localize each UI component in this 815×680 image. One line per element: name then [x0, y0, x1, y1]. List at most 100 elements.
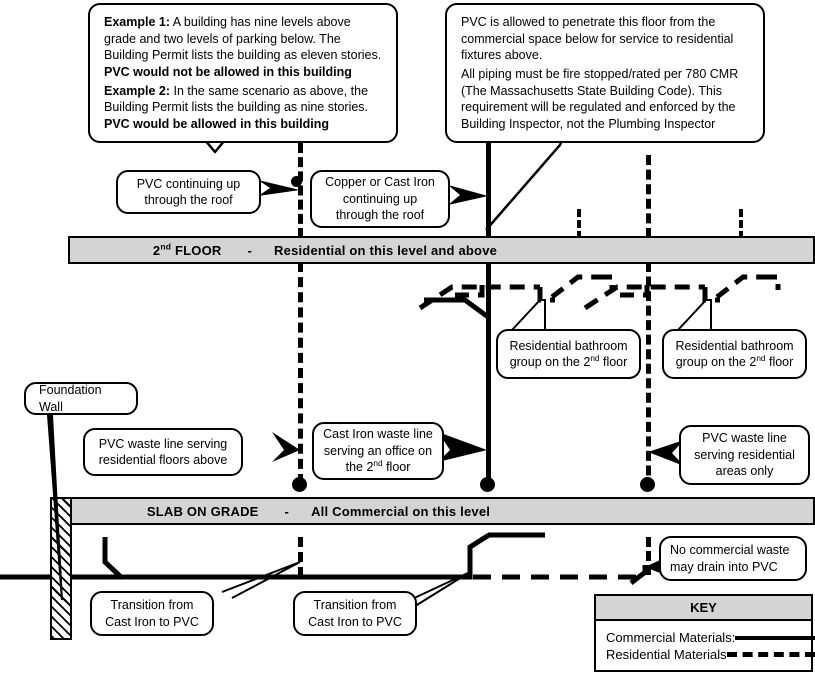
center-commercial-riser	[212, 532, 491, 580]
pvc-residential-stack-lower	[298, 537, 303, 577]
penetration-paragraph-2: All piping must be fire stopped/rated pe…	[461, 67, 739, 131]
bath-left-line-1: Residential bathroom	[509, 338, 628, 353]
bath-left-vent-riser	[550, 274, 600, 299]
bath-right-line-2: group on the 2nd floor	[673, 354, 796, 371]
transition-right-line-1: Transition from	[313, 598, 397, 612]
pvc-residential-stack-upper	[298, 143, 303, 238]
office-branch-pipe	[424, 297, 490, 320]
transition-cast-iron-to-pvc-left[interactable]: Transition from Cast Iron to PVC	[90, 591, 214, 636]
connection-dot-pvc-stack-slab	[292, 477, 307, 492]
pvc-waste-line-residential-areas-callout[interactable]: PVC waste line serving residential areas…	[679, 425, 810, 485]
pvc-waste-right-line-2: serving residential	[694, 447, 795, 462]
transition-left-leader	[221, 561, 301, 599]
connection-dot-pvc-stack-top	[291, 176, 302, 187]
key-sample-commercial	[735, 635, 815, 640]
transition-left-line-2: Cast Iron to PVC	[105, 614, 199, 629]
bath-right-line-2b: floor	[765, 355, 794, 369]
foundation-wall-label: Foundation Wall	[39, 383, 102, 414]
bath-right-line-1: Residential bathroom	[675, 338, 794, 353]
key-label-residential: Residential Materials	[606, 647, 727, 662]
key-sample-residential	[726, 652, 815, 657]
bath-left-ordinal: nd	[590, 353, 600, 363]
left-riser-to-drain	[102, 537, 124, 580]
connection-dot-commercial-stack-slab	[480, 477, 495, 492]
copper-roof-callout-arrow	[448, 185, 488, 205]
transition-cast-iron-to-pvc-right[interactable]: Transition from Cast Iron to PVC	[293, 591, 417, 636]
bath-right-vent-riser	[715, 274, 765, 299]
slab-description: All Commercial on this level	[311, 503, 491, 519]
vent-stub-right	[739, 209, 743, 239]
cast-iron-office-arrow	[438, 432, 487, 462]
copper-roof-line-3: through the roof	[335, 208, 425, 223]
transition-right-leader	[409, 571, 471, 609]
second-floor-level-number: 2	[152, 242, 161, 258]
example-1-paragraph: Example 1: A building has nine levels ab…	[104, 14, 382, 80]
example-1-conclusion: PVC would not be allowed in this buildin…	[104, 64, 352, 79]
bath-right-vent-up	[765, 274, 781, 290]
copper-roof-line-1: Copper or Cast Iron	[325, 175, 435, 190]
pvc-residential-stack-mid	[298, 262, 303, 484]
example-2-label: Example 2:	[104, 83, 171, 98]
cast-iron-office-line-1: Cast Iron waste line	[323, 427, 433, 442]
transition-right-line-2: Cast Iron to PVC	[308, 614, 402, 629]
vent-stub-left	[577, 209, 581, 239]
foundation-wall-callout[interactable]: Foundation Wall	[24, 382, 138, 415]
pvc-roof-line-2: through the roof	[144, 193, 233, 207]
slab-level-word: SLAB ON GRADE	[146, 503, 259, 519]
cast-iron-office-line-3b: floor	[382, 460, 411, 475]
example-2-conclusion: PVC would be allowed in this building	[104, 116, 329, 131]
example-1-label: Example 1:	[104, 15, 171, 29]
penetration-callout-tail	[485, 139, 564, 231]
residential-bathroom-group-left[interactable]: Residential bathroom group on the 2nd fl…	[496, 329, 641, 379]
residential-bathroom-group-right[interactable]: Residential bathroom group on the 2nd fl…	[662, 329, 807, 379]
second-floor-level-word: FLOOR	[171, 242, 222, 258]
no-commercial-line-2: may drain into PVC	[670, 559, 778, 574]
cast-iron-office-line-3: the 2nd floor	[323, 459, 433, 476]
bath-left-line-2b: floor	[599, 355, 628, 369]
pvc-waste-left-line-2: residential floors above	[98, 453, 228, 467]
pvc-waste-line-residential-floors-callout[interactable]: PVC waste line serving residential floor…	[83, 428, 243, 476]
bath-left-branch	[418, 284, 540, 311]
second-floor-separator: -	[247, 242, 253, 258]
example-1-text: A building has nine levels above grade a…	[104, 15, 382, 62]
example-2-paragraph: Example 2: In the same scenario as above…	[104, 83, 382, 133]
foundation-wall	[50, 497, 72, 640]
bath-right-callout-tail	[677, 299, 712, 331]
slab-separator: -	[284, 503, 290, 519]
pvc-roof-line-1: PVC continuing up	[136, 176, 241, 191]
slab-on-grade-band: SLAB ON GRADE - All Commercial on this lev…	[50, 497, 815, 525]
bath-left-vent-up	[600, 274, 615, 290]
right-residential-stack-mid	[646, 262, 651, 490]
second-floor-band: 2nd FLOOR - Residential on this level and …	[68, 236, 815, 264]
pvc-waste-right-line-1: PVC waste line	[702, 431, 787, 446]
second-floor-level-ordinal: nd	[160, 241, 172, 252]
commercial-cast-iron-stack-upper	[486, 143, 491, 238]
copper-roof-line-2: continuing up	[342, 191, 418, 206]
pvc-waste-left-line-1: PVC waste line serving	[98, 436, 228, 451]
bath-left-line-2a: group on the 2	[509, 355, 591, 369]
cast-iron-office-line-3a: the 2	[345, 460, 374, 475]
slab-on-grade-band-label: SLAB ON GRADE - All Commercial on this lev…	[124, 489, 490, 534]
key-label-commercial: Commercial Materials:	[606, 630, 736, 645]
penetration-paragraph-1: PVC is allowed to penetrate this floor f…	[461, 15, 734, 62]
second-floor-band-label: 2nd FLOOR - Residential on this level and …	[130, 228, 497, 273]
transition-left-line-1: Transition from	[110, 598, 194, 612]
pvc-continuing-up-callout[interactable]: PVC continuing up through the roof	[116, 170, 261, 214]
penetration-callout[interactable]: PVC is allowed to penetrate this floor f…	[445, 3, 765, 143]
second-floor-description: Residential on this level and above	[274, 242, 498, 258]
bath-left-line-2: group on the 2nd floor	[507, 354, 630, 371]
examples-callout[interactable]: Example 1: A building has nine levels ab…	[88, 3, 398, 143]
bath-left-trap-arm	[455, 285, 485, 298]
connection-dot-right-stack-slab	[640, 477, 655, 492]
bath-right-branch	[583, 284, 705, 311]
pvc-waste-right-line-3: areas only	[715, 464, 774, 479]
no-commercial-waste-callout[interactable]: No commercial waste may drain into PVC	[659, 536, 807, 581]
copper-cast-iron-roof-callout[interactable]: Copper or Cast Iron continuing up throug…	[310, 170, 450, 228]
right-residential-stack-upper	[646, 155, 651, 238]
bath-right-line-2a: group on the 2	[675, 355, 757, 369]
bath-left-fixture-drop	[537, 287, 555, 303]
cast-iron-waste-office-callout[interactable]: Cast Iron waste line serving an office o…	[312, 422, 444, 480]
bath-right-fixture-drop	[702, 287, 720, 303]
key-legend: KEY Commercial Materials: Residential Ma…	[594, 594, 815, 672]
no-commercial-line-1: No commercial waste	[670, 543, 790, 557]
